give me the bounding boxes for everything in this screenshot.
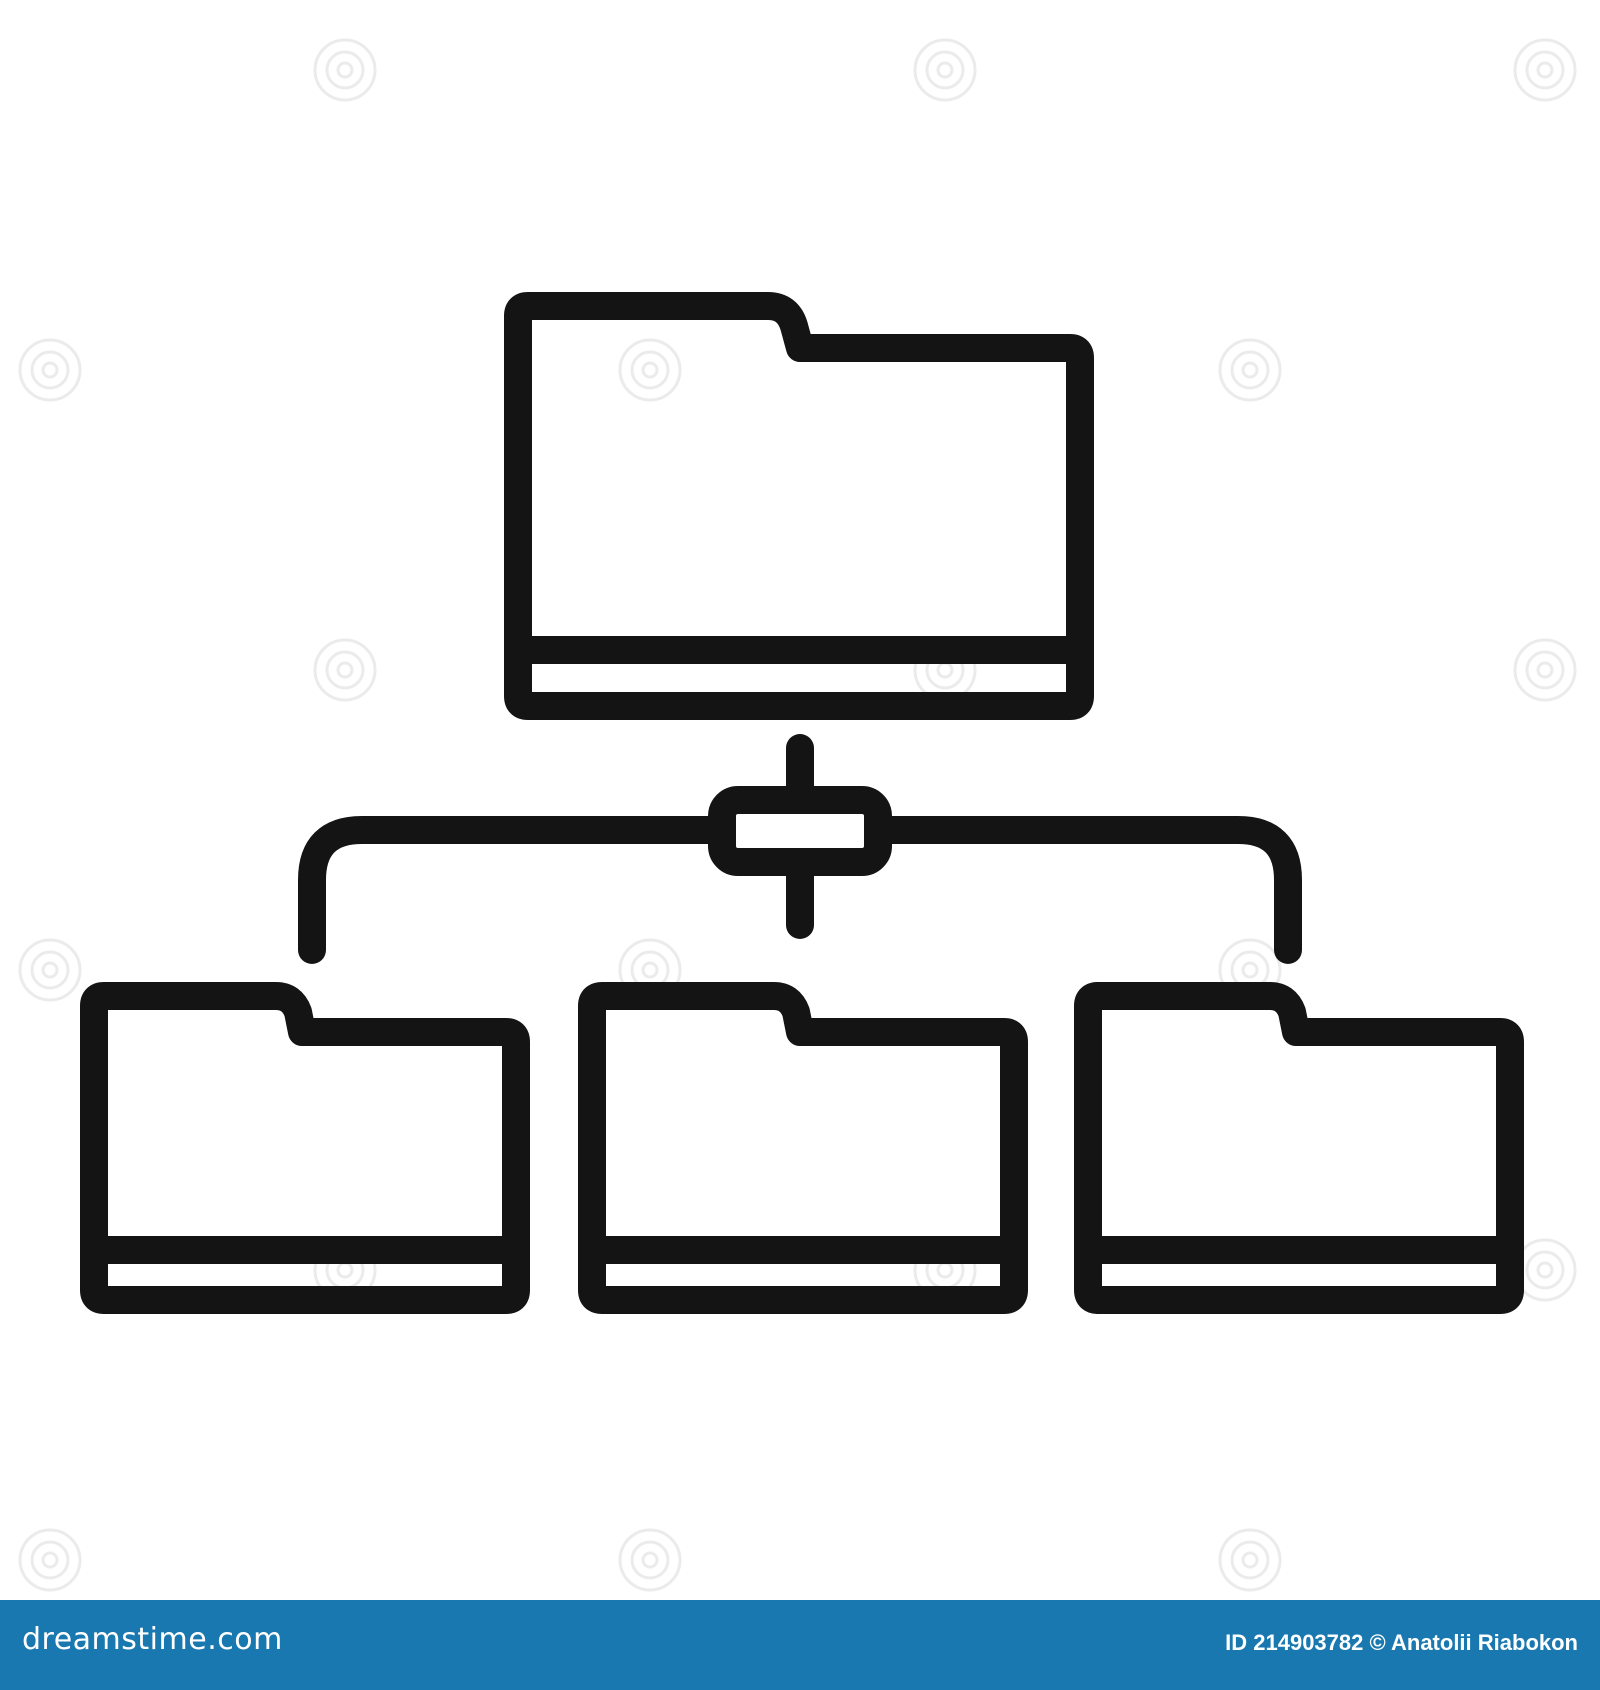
footer-bar: dreamstime.com ID 214903782 © Anatolii R… [0,1600,1600,1690]
site-logo[interactable]: dreamstime.com [22,1622,283,1657]
image-credit: ID 214903782 © Anatolii Riabokon [1225,1630,1578,1655]
folder-right-icon [1074,982,1524,1314]
connector-lines [298,734,1302,964]
connector-node [708,786,892,876]
watermark-pattern [18,38,1577,1592]
illustration-area [18,38,1577,1592]
folder-middle-icon [578,982,1028,1314]
folder-hierarchy-icon [18,38,1577,1592]
top-folder-icon [504,292,1094,720]
folder-left-icon [80,982,530,1314]
